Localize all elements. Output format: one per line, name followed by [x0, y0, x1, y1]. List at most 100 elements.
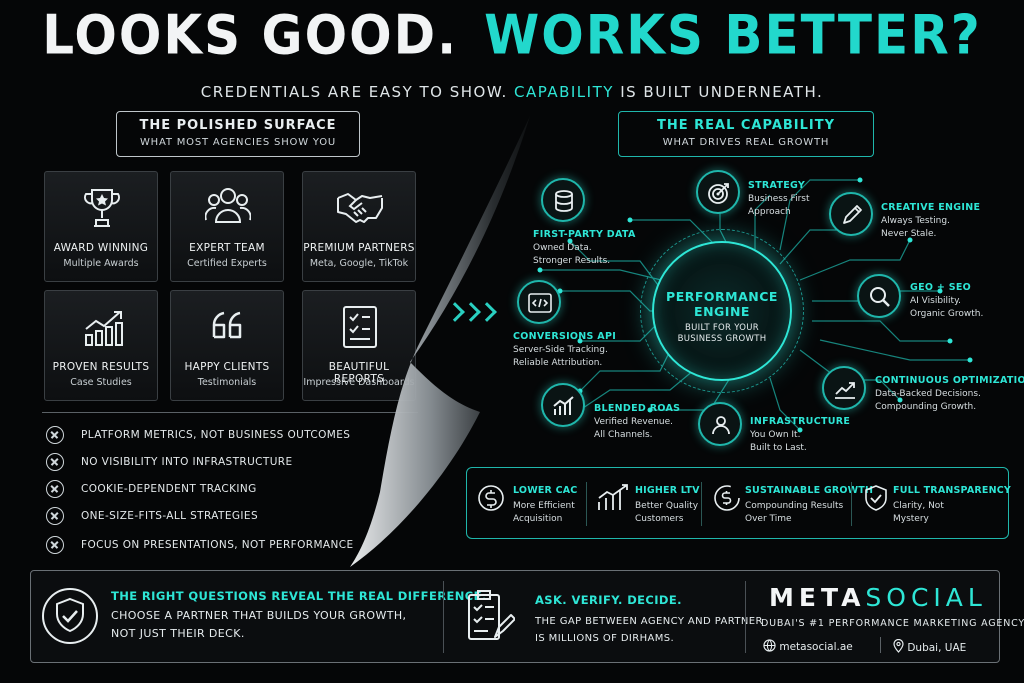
subtitle-highlight: CAPABILITY	[514, 83, 614, 101]
subtitle-part-a: CREDENTIALS ARE EASY TO SHOW.	[200, 83, 508, 101]
node-label: STRATEGY	[748, 180, 806, 191]
title-teal: WORKS BETTER?	[484, 3, 982, 67]
node-continuous-optimization	[822, 366, 866, 410]
node-desc: AI Visibility.Organic Growth.	[910, 296, 984, 319]
brand-tagline: DUBAI'S #1 PERFORMANCE MARKETING AGENCY	[761, 618, 1024, 629]
node-creative-engine	[829, 192, 873, 236]
magnifier-icon	[870, 287, 890, 307]
main-title: LOOKS GOOD.WORKS BETTER?	[0, 4, 1024, 67]
benefit-title: HIGHER LTV	[635, 485, 700, 496]
shield-check-icon	[865, 485, 887, 511]
negative-item: FOCUS ON PRESENTATIONS, NOT PERFORMANCE	[46, 535, 426, 555]
node-desc: Always Testing.Never Stale.	[881, 216, 950, 239]
negative-item: ONE-SIZE-FITS-ALL STRATEGIES	[46, 506, 426, 526]
card-sub: Case Studies	[70, 377, 132, 388]
contact-divider	[880, 637, 881, 653]
team-icon	[205, 188, 251, 223]
card-label: HAPPY CLIENTS	[184, 361, 270, 373]
right-subheading: WHAT DRIVES REAL GROWTH	[662, 137, 830, 148]
core-sub-1: BUILT FOR YOUR	[685, 323, 759, 333]
website-link[interactable]: metasocial.ae	[763, 639, 853, 653]
database-icon	[555, 190, 573, 212]
card-sub: Impressive Dashboards	[303, 377, 415, 388]
node-label: CONTINUOUS OPTIMIZATION	[875, 375, 1024, 386]
polished-surface-header: THE POLISHED SURFACE WHAT MOST AGENCIES …	[116, 111, 360, 157]
growth-dollar-icon	[714, 485, 740, 511]
left-divider	[42, 412, 418, 413]
page-curl-graphic	[350, 116, 530, 567]
negative-text: FOCUS ON PRESENTATIONS, NOT PERFORMANCE	[81, 539, 354, 551]
card-label: EXPERT TEAM	[189, 242, 265, 254]
brand-social: SOCIAL	[865, 583, 987, 612]
globe-icon	[763, 639, 776, 652]
engine-outer-ring	[640, 229, 804, 393]
metasocial-logo: METASOCIAL	[769, 583, 987, 612]
subtitle: CREDENTIALS ARE EASY TO SHOW. CAPABILITY…	[0, 83, 1024, 101]
card-sub: Testimonials	[197, 377, 257, 388]
node-blended-roas	[541, 383, 585, 427]
left-heading: THE POLISHED SURFACE	[139, 118, 337, 133]
location: Dubai, UAE	[893, 638, 966, 654]
negative-text: COOKIE-DEPENDENT TRACKING	[81, 483, 257, 495]
right-heading: THE REAL CAPABILITY	[656, 118, 836, 133]
code-icon	[528, 293, 552, 313]
card-happy-clients: HAPPY CLIENTS Testimonials	[170, 290, 284, 401]
benefit-divider	[851, 482, 852, 526]
negative-item: COOKIE-DEPENDENT TRACKING	[46, 479, 426, 499]
bar-chart-icon	[553, 396, 574, 415]
node-desc: Owned Data.Stronger Results.	[533, 243, 611, 266]
left-subheading: WHAT MOST AGENCIES SHOW YOU	[139, 137, 337, 148]
negative-text: ONE-SIZE-FITS-ALL STRATEGIES	[81, 510, 259, 522]
benefit-divider	[586, 482, 587, 526]
node-infrastructure	[698, 402, 742, 446]
node-label: INFRASTRUCTURE	[750, 416, 851, 427]
node-label: CREATIVE ENGINE	[881, 202, 981, 213]
x-circle-icon	[46, 453, 64, 471]
card-sub: Multiple Awards	[63, 258, 139, 269]
card-label: PREMIUM PARTNERS	[303, 242, 415, 254]
card-label: BEAUTIFUL REPORTS	[328, 361, 390, 385]
card-sub: Meta, Google, TikTok	[309, 258, 409, 269]
benefit-title: SUSTAINABLE GROWTH	[745, 485, 874, 496]
node-label: CONVERSIONS API	[513, 331, 617, 342]
location-pin-icon	[893, 638, 904, 653]
footer-panel: THE RIGHT QUESTIONS REVEAL THE REAL DIFF…	[30, 570, 1024, 663]
negative-text: NO VISIBILITY INTO INFRASTRUCTURE	[81, 456, 293, 468]
node-label: BLENDED ROAS	[594, 403, 681, 414]
node-strategy	[696, 170, 740, 214]
node-desc: Data-Backed Decisions.Compounding Growth…	[875, 389, 981, 412]
card-expert-team: EXPERT TEAM Certified Experts	[170, 171, 284, 282]
node-label: GEO + SEO	[910, 282, 972, 293]
brand-meta: META	[769, 583, 866, 612]
benefit-title: FULL TRANSPARENCY	[893, 485, 1012, 496]
growth-chart-icon	[85, 311, 123, 346]
card-sub: Certified Experts	[187, 258, 267, 269]
negative-item: PLATFORM METRICS, NOT BUSINESS OUTCOMES	[46, 425, 426, 445]
card-label: PROVEN RESULTS	[52, 361, 150, 373]
node-conversions-api	[517, 280, 561, 324]
footer-divider	[443, 581, 444, 653]
node-label: FIRST-PARTY DATA	[533, 229, 636, 240]
website-text[interactable]: metasocial.ae	[779, 641, 853, 653]
target-icon	[708, 183, 729, 204]
core-title-2: ENGINE	[694, 304, 750, 319]
trophy-icon	[83, 189, 121, 227]
node-desc: Server-Side Tracking.Reliable Attributio…	[513, 345, 608, 368]
card-proven-results: PROVEN RESULTS Case Studies	[44, 290, 158, 401]
user-lock-icon	[712, 416, 730, 435]
core-sub-2: BUSINESS GROWTH	[677, 334, 767, 344]
card-label: AWARD WINNING	[53, 242, 149, 254]
node-first-party-data	[541, 178, 585, 222]
x-circle-icon	[46, 480, 64, 498]
benefit-divider	[701, 482, 702, 526]
card-award-winning: AWARD WINNING Multiple Awards	[44, 171, 158, 282]
